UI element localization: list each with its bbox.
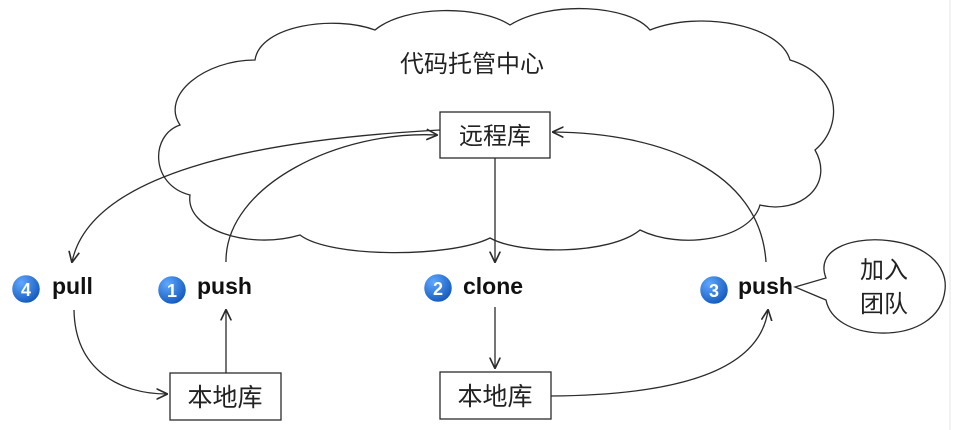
step-number-2: 2 xyxy=(433,279,443,299)
arrow-push3-to-remote xyxy=(553,132,767,263)
local-repo-left-box xyxy=(169,372,282,421)
arrow-local-to-push3 xyxy=(550,310,768,397)
step-badge-2 xyxy=(421,271,455,305)
cloud-label: 代码托管中心 xyxy=(400,50,544,78)
step-pull: 4 pull xyxy=(9,272,93,306)
arrow-remote-to-pull xyxy=(72,129,441,262)
local-repo-right-label: 本地库 xyxy=(457,382,532,411)
step-badge-1 xyxy=(155,273,189,307)
step-label-pull: pull xyxy=(52,273,93,299)
step-number-4: 4 xyxy=(21,280,31,300)
step-clone: 2 clone xyxy=(421,271,523,305)
step-label-push-1: push xyxy=(197,273,252,299)
step-badge-3 xyxy=(697,273,731,307)
callout-line-1: 加入 xyxy=(860,256,908,284)
step-label-clone: clone xyxy=(463,273,523,299)
step-number-3: 3 xyxy=(709,281,719,301)
arrow-pull-to-local xyxy=(73,309,167,394)
join-team-callout xyxy=(793,239,946,334)
local-repo-right-box xyxy=(439,371,552,420)
step-label-push-3: push xyxy=(738,273,793,299)
callout-line-2: 团队 xyxy=(860,290,908,318)
step-number-1: 1 xyxy=(167,281,177,301)
step-badge-4 xyxy=(9,272,43,306)
remote-repo-label: 远程库 xyxy=(459,122,531,150)
remote-repo-box xyxy=(439,111,551,159)
step-push-3: 3 push xyxy=(697,273,793,307)
step-push-1: 1 push xyxy=(155,273,252,307)
arrow-push1-to-remote xyxy=(225,135,437,263)
local-repo-left-label: 本地库 xyxy=(187,383,262,412)
